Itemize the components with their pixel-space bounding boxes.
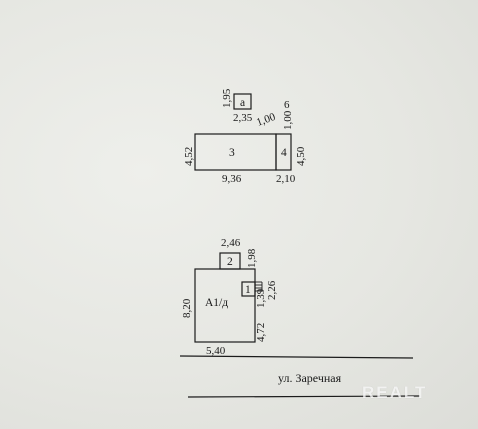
main-height-dim: 8,20 xyxy=(181,298,193,318)
room-2-height-dim: 1,98 xyxy=(246,248,258,268)
room-2-width-dim: 2,46 xyxy=(221,237,241,249)
room-1-width-dim: 1,39 xyxy=(255,288,267,308)
main-building-label: А1/д xyxy=(205,297,228,309)
room-a-side-dim: 1,95 xyxy=(221,88,233,108)
right-height-dim: 4,72 xyxy=(255,323,267,342)
street-line-bottom xyxy=(187,395,421,398)
room-3-outline xyxy=(194,133,277,171)
room-1-outline xyxy=(241,281,256,297)
watermark-logo: REALT xyxy=(362,383,428,402)
room-4-height-dim: 4,50 xyxy=(295,146,307,166)
room-1-label: 1 xyxy=(245,284,251,296)
room-a-outline xyxy=(233,93,252,110)
room-3-label: 3 xyxy=(229,147,235,159)
main-width-dim: 5,40 xyxy=(206,345,226,357)
room-3-height-dim: 4,52 xyxy=(183,147,195,166)
room-3-width-dim: 9,36 xyxy=(222,173,242,185)
street-line-top xyxy=(179,355,414,359)
room-a-label: а xyxy=(240,97,245,109)
step-label: 6 xyxy=(284,99,290,111)
step-right-dim: 1,00 xyxy=(282,110,294,130)
main-building-outline xyxy=(194,268,256,343)
room-2-label: 2 xyxy=(227,256,233,268)
room-4-label: 4 xyxy=(281,147,287,159)
room-4-outline xyxy=(275,133,292,171)
room-a-width-dim: 2,35 xyxy=(233,112,253,124)
step-dim: 1,00 xyxy=(255,111,278,129)
room-4-width-dim: 2,10 xyxy=(276,173,296,185)
street-label: ул. Заречная xyxy=(278,371,342,385)
room-1-height-dim: 2,26 xyxy=(266,280,278,300)
